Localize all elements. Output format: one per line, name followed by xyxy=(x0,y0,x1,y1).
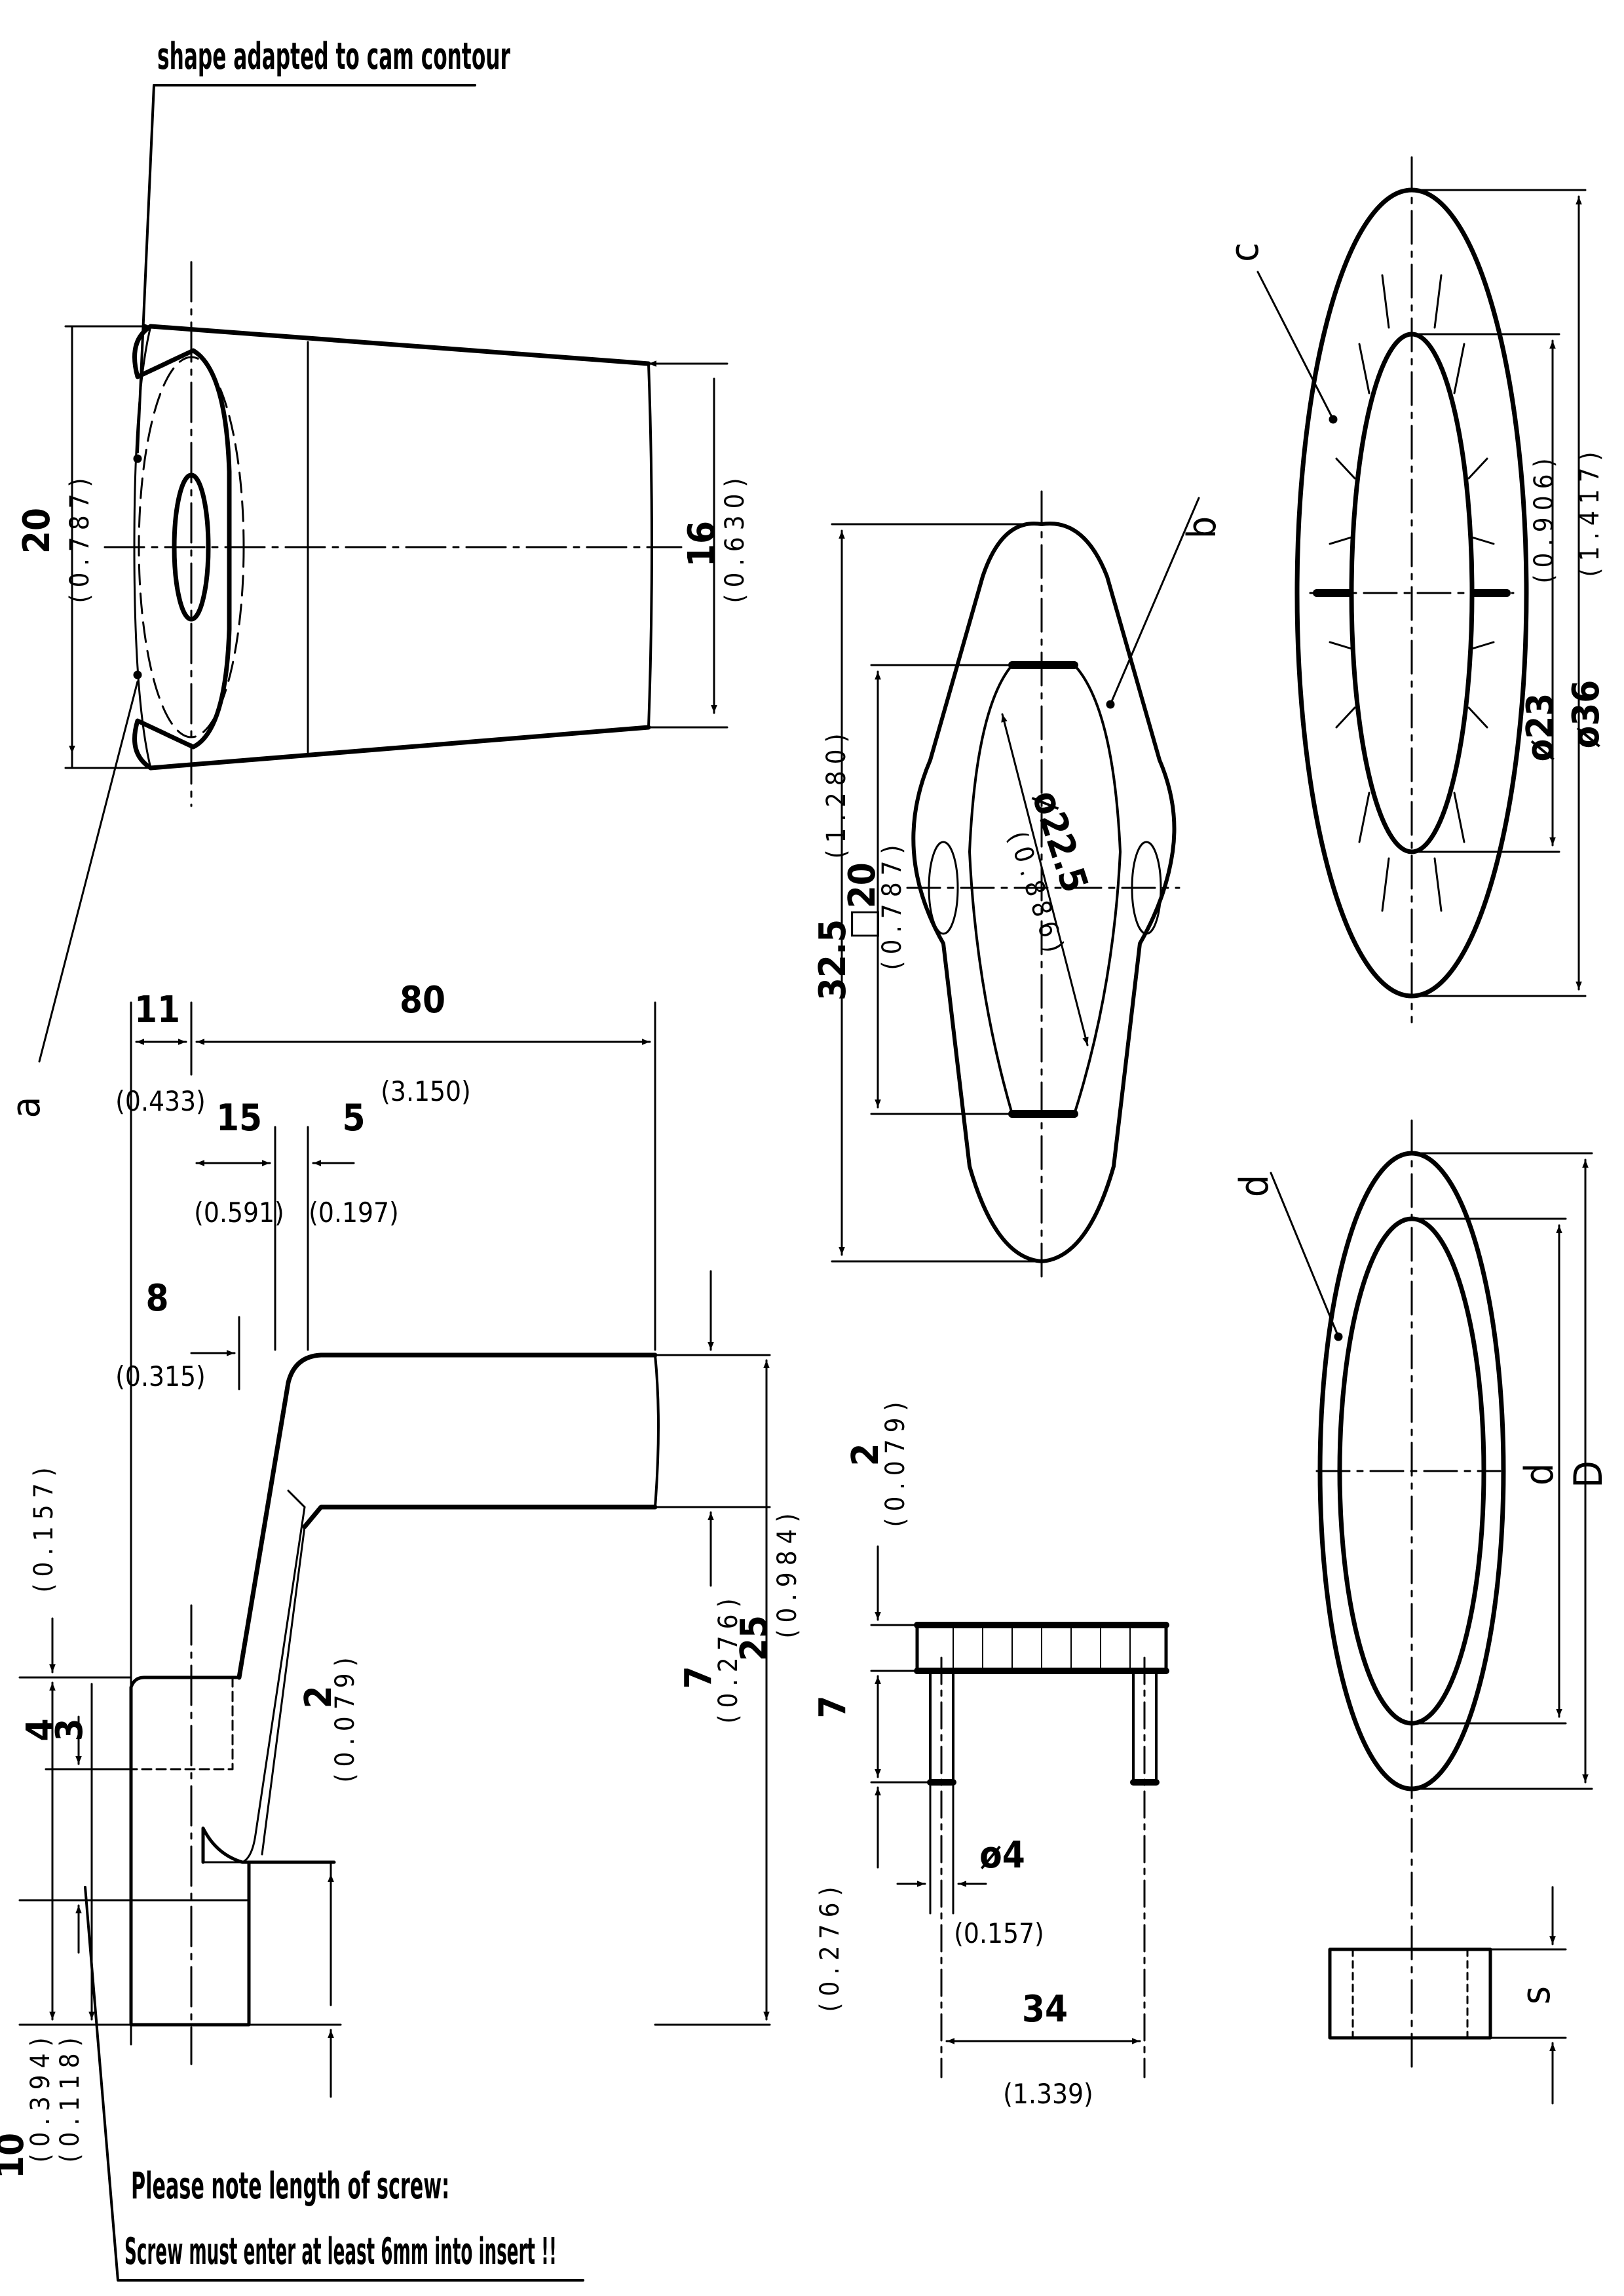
dim-dia36: ø36 xyxy=(1565,680,1608,749)
dim-sq20-in: (0.787) xyxy=(877,838,907,970)
dim-11-in: (0.433) xyxy=(115,1085,206,1117)
dim-5-in: (0.197) xyxy=(309,1196,399,1229)
screw-detail: Screw must enter at least 6mm into inser… xyxy=(124,2230,557,2273)
dim-7-in: (0.276) xyxy=(713,1592,744,1723)
insert-top-view xyxy=(38,84,728,1063)
dim-20: 20 xyxy=(16,508,58,554)
dim-dia36-in: (1.417) xyxy=(1575,445,1605,577)
dim-4: 4 xyxy=(19,1718,62,1741)
dim-25-in: (0.984) xyxy=(772,1506,803,1638)
washer-d-view xyxy=(1270,1119,1593,2072)
plate-side-view xyxy=(870,1545,1169,2078)
dim-plate-2: 2 xyxy=(844,1443,887,1466)
dim-34: 34 xyxy=(1022,1988,1068,2031)
label-c: c xyxy=(1222,242,1268,262)
dim-80: 80 xyxy=(400,979,445,1022)
washer-c-view xyxy=(1256,156,1587,1024)
dim-15: 15 xyxy=(216,1097,262,1139)
dim-16: 16 xyxy=(681,521,723,567)
dim-80-in: (3.150) xyxy=(381,1075,471,1107)
dim-15-in: (0.591) xyxy=(194,1196,284,1229)
dim-D: D xyxy=(1566,1461,1612,1488)
label-b: b xyxy=(1179,516,1225,539)
label-d: d xyxy=(1232,1175,1277,1197)
dim-d: d xyxy=(1517,1463,1562,1485)
dim-5: 5 xyxy=(342,1097,365,1139)
dim-16-in: (0.630) xyxy=(720,471,750,603)
dim-7: 7 xyxy=(677,1666,720,1689)
screw-note: Please note length of screw: xyxy=(131,2164,449,2207)
dim-34-in: (1.339) xyxy=(1003,2078,1093,2110)
annotations: shape adapted to cam contour Please note… xyxy=(0,35,1612,2272)
dim-2: 2 xyxy=(297,1685,340,1708)
insert-side-view xyxy=(18,1001,771,2282)
dim-2-in: (0.079) xyxy=(330,1651,360,1782)
dim-4-in: (0.157) xyxy=(29,1461,59,1592)
dim-10-in: (0.394) xyxy=(26,2031,56,2162)
dim-dia23: ø23 xyxy=(1519,693,1562,762)
plate-front-view xyxy=(831,490,1200,1286)
dim-pin-dia-in: (0.157) xyxy=(954,1917,1044,1949)
dim-10: 10 xyxy=(0,2133,32,2179)
dim-pin-dia: ø4 xyxy=(979,1834,1025,1877)
dim-plate-2-in: (0.079) xyxy=(880,1395,911,1527)
dim-3: 3 xyxy=(48,1718,91,1741)
washer-d-side-view xyxy=(1328,1886,1567,2105)
dim-8-in: (0.315) xyxy=(115,1360,206,1392)
dim-sq20: □20 xyxy=(841,862,884,940)
dim-11: 11 xyxy=(134,989,180,1031)
dim-s: s xyxy=(1513,1986,1559,2004)
dim-20-in: (0.787) xyxy=(65,471,95,603)
dim-25: 25 xyxy=(733,1615,776,1661)
dim-32-5: 32.5 xyxy=(812,919,854,1001)
dim-8: 8 xyxy=(145,1277,168,1320)
dim-plate-7: 7 xyxy=(812,1695,854,1718)
dim-plate-7-in: (0.276) xyxy=(815,1880,845,2012)
dim-32-5-in: (1.280) xyxy=(821,727,852,858)
label-a: a xyxy=(3,1096,49,1118)
dim-3-in: (0.118) xyxy=(55,2031,85,2162)
dim-dia23-in: (0.906) xyxy=(1529,451,1559,583)
cam-note: shape adapted to cam contour xyxy=(157,35,510,77)
